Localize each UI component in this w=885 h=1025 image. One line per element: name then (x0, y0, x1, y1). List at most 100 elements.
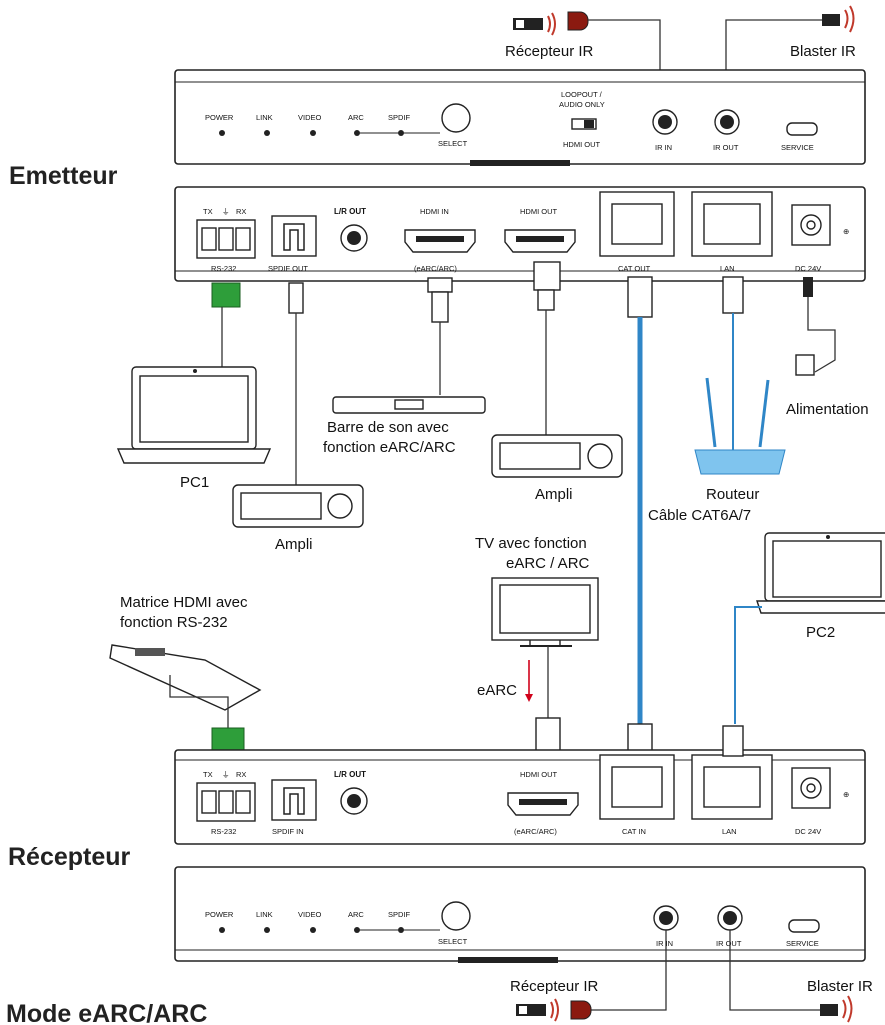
ampli-2-label: Ampli (535, 486, 573, 503)
hdmi-out-cable (533, 261, 561, 435)
tx-link-led (264, 130, 270, 136)
transmitter-front-panel: POWER LINK VIDEO ARC SPDIF SELECT LOOPOU… (174, 69, 866, 166)
tx-spdif-out-port[interactable] (271, 215, 317, 257)
tv-label-2: eARC / ARC (506, 555, 590, 572)
soundbar-label-1: Barre de son avec (327, 419, 449, 436)
ir-blaster-top (822, 5, 855, 33)
tx-hdmi-in-label: HDMI IN (420, 207, 449, 216)
tx-ir-out-label: IR OUT (713, 143, 739, 152)
rx-spdif-in-label: SPDIF IN (272, 827, 304, 836)
tx-select-button[interactable] (441, 103, 471, 133)
spdif-cable-top (288, 282, 304, 485)
earc-label: eARC (477, 682, 517, 699)
tx-spdif-led (398, 130, 404, 136)
rx-arc-led (354, 927, 360, 933)
tx-service-label: SERVICE (781, 143, 814, 152)
tx-service-port[interactable] (786, 122, 818, 136)
tx-arc-label: ARC (348, 113, 364, 122)
emetteur-title: Emetteur (9, 162, 118, 190)
rx-dc-port[interactable] (791, 767, 831, 809)
recepteur-ir-bottom-label: Récepteur IR (510, 978, 599, 995)
tx-video-label: VIDEO (298, 113, 322, 122)
matrice-label-1: Matrice HDMI avec (120, 594, 248, 611)
receiver-rear-panel: TX RX ⏚ RS-232 SPDIF IN L/R OUT HDMI OUT… (174, 749, 866, 845)
rx-video-led (310, 927, 316, 933)
rs232-connector-bottom (211, 727, 245, 751)
mode-title: Mode eARC/ARC (6, 1000, 207, 1025)
rx-lr-out-port[interactable] (347, 794, 361, 808)
routeur-label: Routeur (706, 486, 759, 503)
rs232-cable-bottom (169, 675, 229, 728)
tx-select-label: SELECT (438, 139, 468, 148)
tx-rs232-label: RS-232 (211, 264, 236, 273)
rx-hdmi-out-label: HDMI OUT (520, 770, 557, 779)
rx-service-port[interactable] (788, 919, 820, 933)
rx-dc-label: DC 24V (795, 827, 821, 836)
tx-dc-label: DC 24V (795, 264, 821, 273)
blaster-ir-bottom-label: Blaster IR (807, 978, 873, 995)
pc2-label: PC2 (806, 624, 835, 641)
tx-audio-only-label: AUDIO ONLY (559, 100, 605, 109)
rx-spdif-in-port[interactable] (271, 779, 317, 821)
tx-ir-in-port[interactable] (658, 115, 672, 129)
pc2-laptop (756, 532, 885, 614)
rx-link-label: LINK (256, 910, 273, 919)
rx-ir-in-label: IR IN (656, 939, 673, 948)
power-cable (795, 277, 836, 376)
rx-ir-out-label: IR OUT (716, 939, 742, 948)
soundbar (332, 396, 486, 414)
soundbar-label-2: fonction eARC/ARC (323, 439, 456, 456)
hdmi-in-cable (427, 277, 453, 395)
tx-rear-rx-label: RX (236, 207, 246, 216)
tx-spdif-label: SPDIF (388, 113, 411, 122)
rx-service-label: SERVICE (786, 939, 819, 948)
rx-cat-in-label: CAT IN (622, 827, 646, 836)
ir-receiver-top (513, 11, 589, 36)
recepteur-title: Récepteur (8, 843, 131, 871)
rx-ir-out-port[interactable] (723, 911, 737, 925)
hdmi-matrix (109, 644, 262, 711)
rx-select-button[interactable] (441, 901, 471, 931)
tx-link-label: LINK (256, 113, 273, 122)
ir-blaster-cable-bottom (729, 930, 820, 1011)
svg-text:⊕: ⊕ (843, 227, 849, 236)
blaster-ir-top-label: Blaster IR (790, 43, 856, 60)
tx-loopout-label: LOOPOUT / (561, 90, 603, 99)
tx-ir-out-port[interactable] (720, 115, 734, 129)
tv (491, 577, 599, 647)
tx-lr-out-port[interactable] (347, 231, 361, 245)
svg-text:⏚: ⏚ (222, 207, 230, 216)
tx-power-led (219, 130, 225, 136)
rx-link-led (264, 927, 270, 933)
tx-video-led (310, 130, 316, 136)
tx-lr-out-label: L/R OUT (334, 207, 366, 216)
tx-spdif-out-label: SPDIF OUT (268, 264, 308, 273)
rx-earc-arc-label: (eARC/ARC) (514, 827, 557, 836)
matrice-label-2: fonction RS-232 (120, 614, 228, 631)
svg-text:⊕: ⊕ (843, 790, 849, 799)
tx-cat-out-label: CAT OUT (618, 264, 651, 273)
alimentation-label: Alimentation (786, 401, 869, 418)
rx-ir-in-port[interactable] (659, 911, 673, 925)
rx-spdif-label: SPDIF (388, 910, 411, 919)
rx-lan-label: LAN (722, 827, 737, 836)
tx-rear-tx-label: TX (203, 207, 213, 216)
rx-select-label: SELECT (438, 937, 468, 946)
ir-blaster-bottom (820, 995, 853, 1023)
svg-text:⏚: ⏚ (222, 770, 230, 779)
rx-lr-out-label: L/R OUT (334, 770, 366, 779)
pc1-label: PC1 (180, 474, 209, 491)
lan-cable-top (722, 276, 744, 455)
rx-rear-tx-label: TX (203, 770, 213, 779)
receiver-front-panel: POWER LINK VIDEO ARC SPDIF SELECT IR IN … (174, 866, 866, 963)
tx-hdmi-out-mode-label: HDMI OUT (563, 140, 600, 149)
tx-hdmi-out-label: HDMI OUT (520, 207, 557, 216)
router (694, 377, 786, 475)
rx-arc-label: ARC (348, 910, 364, 919)
rx-power-led (219, 927, 225, 933)
tx-earc-arc-label: (eARC/ARC) (414, 264, 457, 273)
rx-power-label: POWER (205, 910, 234, 919)
ampli-1-label: Ampli (275, 536, 313, 553)
amplifier-2 (491, 434, 623, 478)
